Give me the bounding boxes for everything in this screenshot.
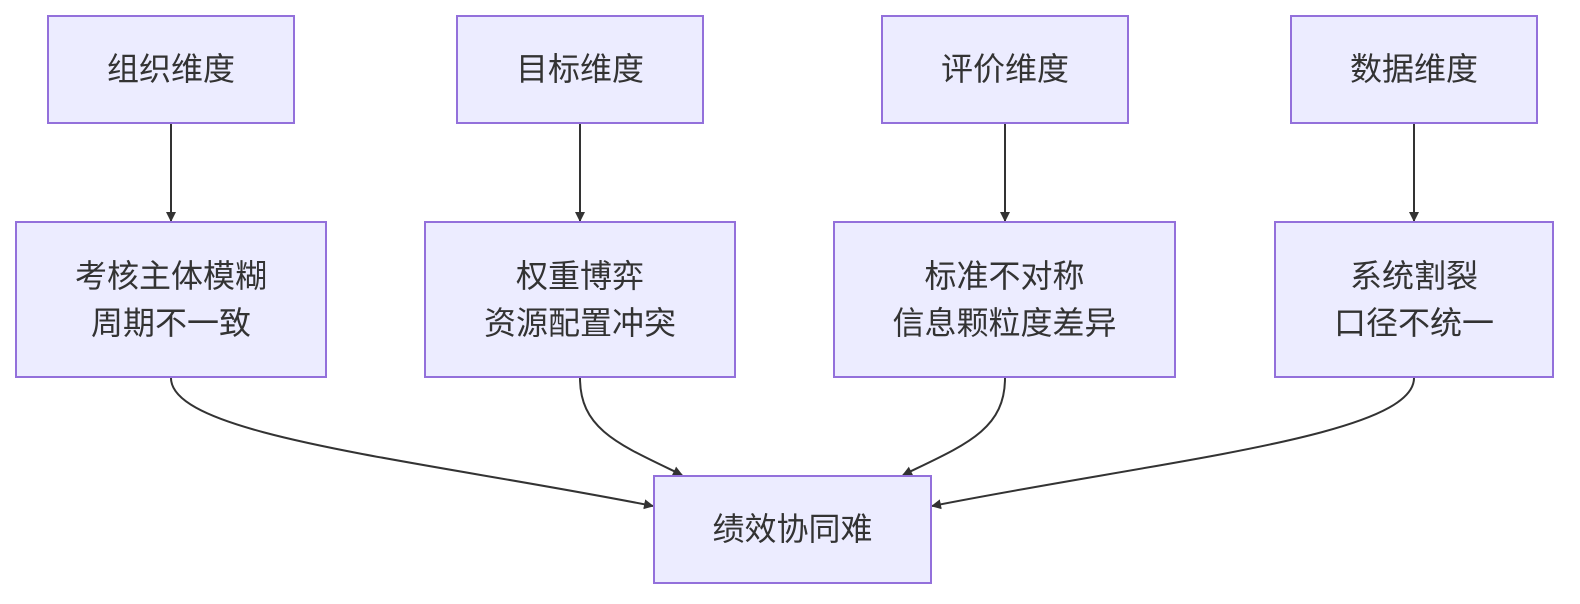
node-org-issue[interactable]: 考核主体模糊 周期不一致 bbox=[15, 221, 327, 378]
node-label: 评价维度 bbox=[940, 50, 1069, 88]
node-data-dimension[interactable]: 数据维度 bbox=[1290, 15, 1538, 124]
node-goal-dimension[interactable]: 目标维度 bbox=[456, 15, 704, 124]
node-line: 信息颗粒度差异 bbox=[892, 303, 1117, 342]
edge-goal-issue-to-result bbox=[579, 377, 683, 476]
edge-eval-issue-to-result bbox=[902, 377, 1006, 476]
node-line: 标准不对称 bbox=[924, 256, 1085, 295]
node-label: 目标维度 bbox=[515, 50, 644, 88]
node-eval-issue[interactable]: 标准不对称 信息颗粒度差异 bbox=[833, 221, 1176, 378]
node-line: 权重博弈 bbox=[515, 256, 644, 295]
edge-data-issue-to-result bbox=[931, 377, 1415, 510]
node-result[interactable]: 绩效协同难 bbox=[653, 475, 932, 584]
node-eval-dimension[interactable]: 评价维度 bbox=[881, 15, 1129, 124]
node-line: 口径不统一 bbox=[1333, 303, 1494, 342]
node-label: 组织维度 bbox=[106, 50, 235, 88]
node-line: 考核主体模糊 bbox=[74, 256, 267, 295]
node-line: 系统割裂 bbox=[1349, 256, 1478, 295]
edge-org-issue-to-result bbox=[170, 377, 654, 510]
node-label: 数据维度 bbox=[1349, 50, 1478, 88]
node-line: 资源配置冲突 bbox=[483, 303, 676, 342]
node-line: 周期不一致 bbox=[90, 303, 251, 342]
node-data-issue[interactable]: 系统割裂 口径不统一 bbox=[1274, 221, 1554, 378]
node-label: 绩效协同难 bbox=[712, 510, 873, 548]
node-goal-issue[interactable]: 权重博弈 资源配置冲突 bbox=[424, 221, 736, 378]
node-org-dimension[interactable]: 组织维度 bbox=[47, 15, 295, 124]
